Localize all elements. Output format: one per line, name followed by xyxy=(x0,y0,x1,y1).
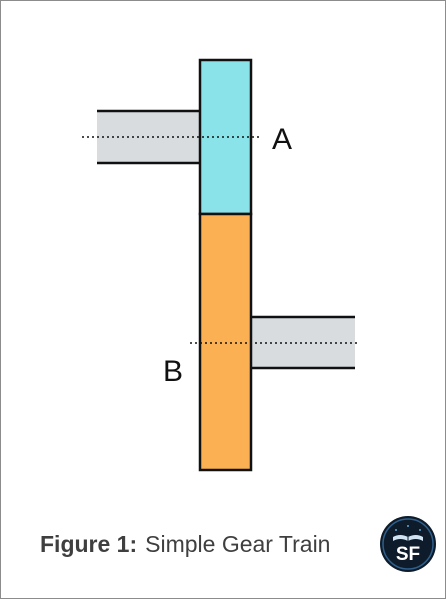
logo-dot xyxy=(419,529,421,531)
shaft-b xyxy=(251,315,355,370)
logo-text: SF xyxy=(396,544,420,565)
gear-train-diagram: A B xyxy=(82,58,357,472)
figure-number: Figure 1: xyxy=(40,531,138,557)
figure-title: Simple Gear Train xyxy=(145,531,331,557)
logo-dot xyxy=(395,529,397,531)
logo-outer-circle xyxy=(380,516,436,572)
gear-a-label: A xyxy=(272,123,292,156)
figure-caption: Figure 1: Simple Gear Train xyxy=(40,531,330,558)
sf-book-logo-icon: SF xyxy=(380,516,436,572)
shaft-b-body xyxy=(251,317,355,368)
gear-b xyxy=(198,212,253,472)
logo-dot xyxy=(407,525,409,527)
gear-b-label: B xyxy=(163,355,183,388)
logo-inner-ring xyxy=(382,518,434,570)
